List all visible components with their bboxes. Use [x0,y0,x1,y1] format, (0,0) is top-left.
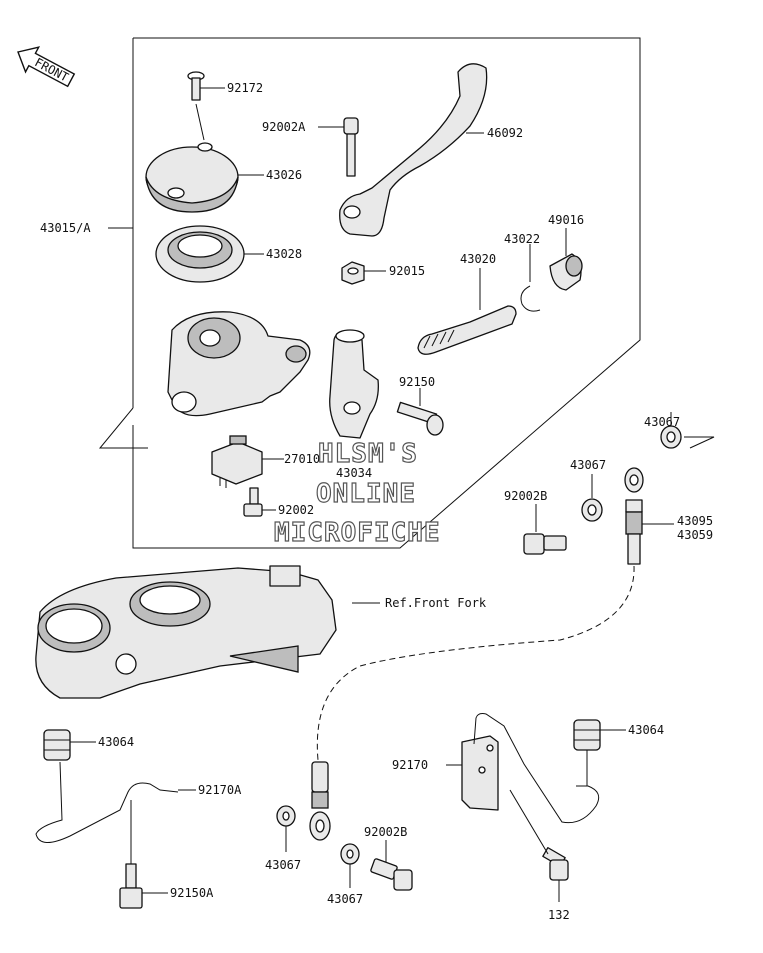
label-92172: 92172 [227,81,263,95]
watermark-line-3: MICROFICHE [274,518,441,548]
label-43034: 43034 [336,466,372,480]
washer-43067-bm [340,843,360,888]
hose-fitting-lower [309,761,331,841]
bolt-92150A [119,800,168,909]
bolt-92002A [318,117,359,177]
label-43067-mid: 43067 [570,458,606,472]
hose-fitting-43095 [624,467,674,565]
piston-assembly-43020 [417,268,517,355]
watermark-line-1: HLSM'S [318,439,418,469]
label-46092: 46092 [487,126,523,140]
label-92002A: 92002A [262,120,306,134]
front-label: FRONT [32,55,70,84]
label-92002: 92002 [278,503,314,517]
bolt-92150 [396,388,444,436]
label-ref-front-fork: Ref.Front Fork [385,596,487,610]
bolt-92002B-top [523,504,567,555]
label-43026: 43026 [266,168,302,182]
assembly-frame [98,37,641,549]
switch-27010 [211,435,284,488]
label-43059: 43059 [677,528,713,542]
washer-43067-bl [276,805,296,852]
label-92150A: 92150A [170,886,214,900]
label-92015: 92015 [389,264,425,278]
label-43067-top: 43067 [644,415,680,429]
front-arrow-icon: FRONT [17,46,76,88]
washer-43067-mid [581,474,603,522]
master-cylinder-body [167,311,311,417]
brake-lever-46092 [339,63,488,237]
clamp-92170A [35,761,196,843]
watermark-line-2: ONLINE [316,479,416,509]
brake-hose [316,565,635,761]
reservoir-cap-43026 [145,142,264,213]
watermark: HLSM'S ONLINE MICROFICHE [273,438,441,548]
label-43064-left: 43064 [98,735,134,749]
label-43064-right: 43064 [628,723,664,737]
bolt-132 [509,789,569,902]
screw-92172 [187,71,225,141]
label-132: 132 [548,908,570,922]
label-92170: 92170 [392,758,428,772]
label-43015A: 43015/A [40,221,91,235]
bolt-92002B-bottom [370,840,413,891]
label-43020: 43020 [460,252,496,266]
screw-92002 [243,487,276,517]
label-43067-bl: 43067 [265,858,301,872]
label-43028: 43028 [266,247,302,261]
label-43022: 43022 [504,232,540,246]
label-43067-bm: 43067 [327,892,363,906]
label-92170A: 92170A [198,783,242,797]
grommet-43064-right [573,719,626,786]
circlip-43022 [520,244,541,312]
label-92002B-top: 92002B [504,489,547,503]
label-27010: 27010 [284,452,320,466]
label-49016: 49016 [548,213,584,227]
grommet-43064-left [43,729,96,761]
dust-boot-49016 [549,228,583,291]
washer-43067-top [660,412,715,449]
diaphragm-43028 [155,225,264,283]
front-fork-bracket [35,565,380,699]
label-92002B-bottom: 92002B [364,825,407,839]
label-43095: 43095 [677,514,713,528]
bracket-92170 [446,713,600,824]
nut-92015 [341,261,386,285]
label-92150: 92150 [399,375,435,389]
clamp-43034 [329,329,379,439]
